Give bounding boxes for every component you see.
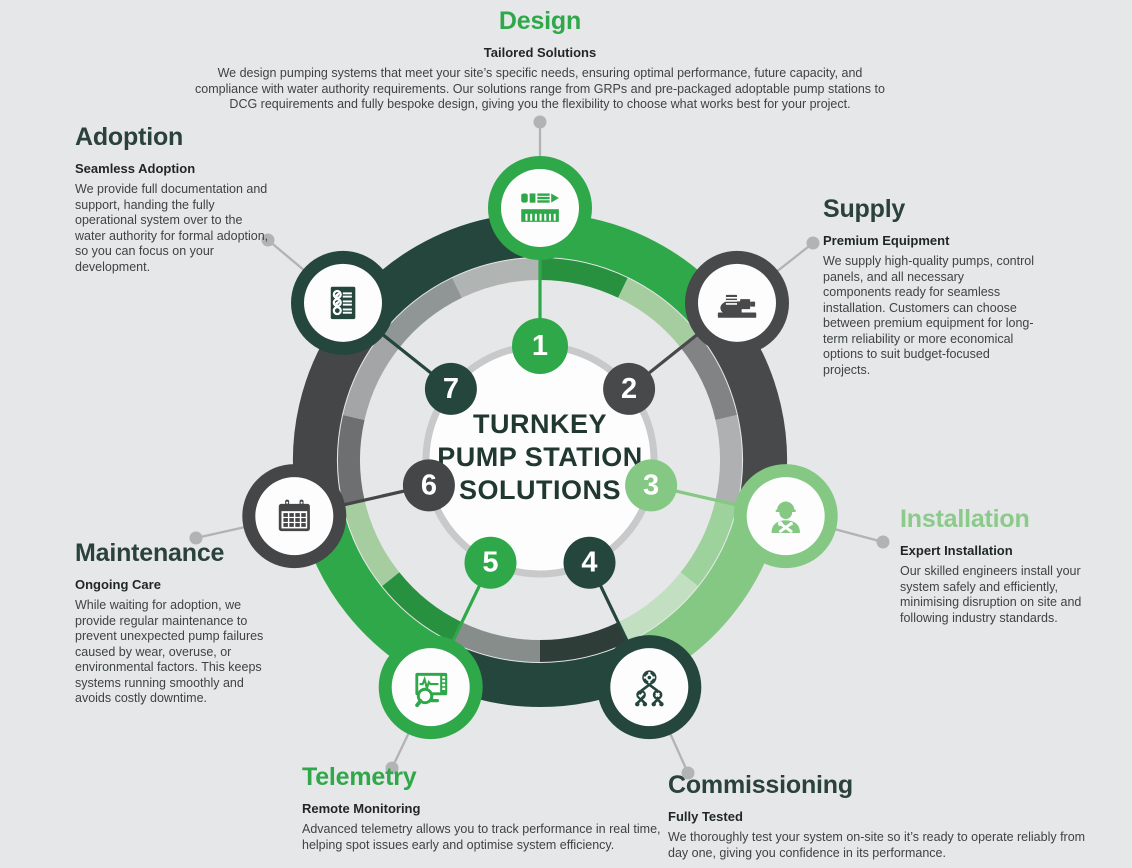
section-commissioning: Commissioning Fully Tested We thoroughly… — [668, 771, 1098, 861]
pump-icon — [717, 294, 757, 318]
monitoring-screen-icon — [415, 672, 448, 708]
step-number-badge-7 — [424, 362, 477, 415]
section-maintenance-heading: Maintenance — [75, 539, 225, 567]
section-commissioning-description: We thoroughly test your system on-site s… — [668, 830, 1086, 860]
step-number-badge-5 — [464, 536, 517, 589]
section-adoption: Adoption Seamless Adoption We provide fu… — [75, 123, 275, 275]
section-design-subtitle: Tailored Solutions — [483, 44, 597, 60]
svg-text:5: 5 — [482, 547, 498, 579]
section-design-heading: Design — [498, 7, 582, 35]
icon-medallions — [242, 156, 838, 740]
svg-text:PUMP STATION: PUMP STATION — [437, 442, 643, 472]
section-telemetry-description: Advanced telemetry allows you to track p… — [302, 822, 661, 852]
section-maintenance-description: While waiting for adoption, we provide r… — [75, 598, 264, 706]
svg-text:SOLUTIONS: SOLUTIONS — [459, 475, 621, 505]
section-installation-subtitle: Expert Installation — [900, 542, 1013, 558]
svg-text:TURNKEY: TURNKEY — [473, 409, 607, 439]
step-number-badge-6 — [402, 459, 455, 512]
pencil-ruler-icon — [521, 193, 559, 222]
section-supply-description: We supply high-quality pumps, control pa… — [823, 254, 1034, 377]
section-design-description: We design pumping systems that meet your… — [195, 66, 885, 112]
svg-text:3: 3 — [643, 469, 659, 501]
step-number-badge-4 — [563, 536, 616, 589]
svg-text:4: 4 — [581, 547, 597, 579]
section-design: Design Tailored Solutions We design pump… — [190, 7, 890, 113]
section-installation-heading: Installation — [900, 505, 1030, 533]
section-supply-heading: Supply — [823, 195, 906, 223]
svg-text:6: 6 — [421, 469, 437, 501]
section-supply-subtitle: Premium Equipment — [823, 232, 950, 248]
section-adoption-heading: Adoption — [75, 123, 184, 151]
step-number-badge-3 — [625, 459, 678, 512]
ring-inner-bands — [338, 257, 742, 663]
section-installation: Installation Expert Installation Our ski… — [900, 505, 1090, 626]
section-supply: Supply Premium Equipment We supply high-… — [823, 195, 1035, 378]
calendar-icon — [278, 499, 310, 532]
section-telemetry-heading: Telemetry — [302, 763, 417, 791]
section-adoption-description: We provide full documentation and suppor… — [75, 182, 269, 274]
section-commissioning-heading: Commissioning — [668, 771, 853, 799]
section-adoption-subtitle: Seamless Adoption — [75, 160, 196, 176]
svg-text:7: 7 — [443, 373, 459, 405]
svg-text:2: 2 — [621, 373, 637, 405]
step-numbers: 1 2 3 4 5 6 7 — [402, 318, 678, 589]
test-hierarchy-icon — [635, 670, 664, 707]
section-installation-description: Our skilled engineers install your syste… — [900, 564, 1082, 625]
step-number-badge-1 — [512, 318, 568, 374]
section-telemetry: Telemetry Remote Monitoring Advanced tel… — [302, 763, 692, 853]
section-maintenance-subtitle: Ongoing Care — [75, 576, 161, 592]
svg-text:1: 1 — [532, 330, 548, 362]
step-number-badge-2 — [603, 362, 656, 415]
worker-icon — [771, 501, 800, 534]
center-title: TURNKEY PUMP STATION SOLUTIONS — [437, 409, 643, 505]
section-telemetry-subtitle: Remote Monitoring — [302, 800, 421, 816]
section-maintenance: Maintenance Ongoing Care While waiting f… — [75, 539, 280, 707]
section-commissioning-subtitle: Fully Tested — [668, 808, 743, 824]
checklist-icon — [330, 286, 356, 320]
